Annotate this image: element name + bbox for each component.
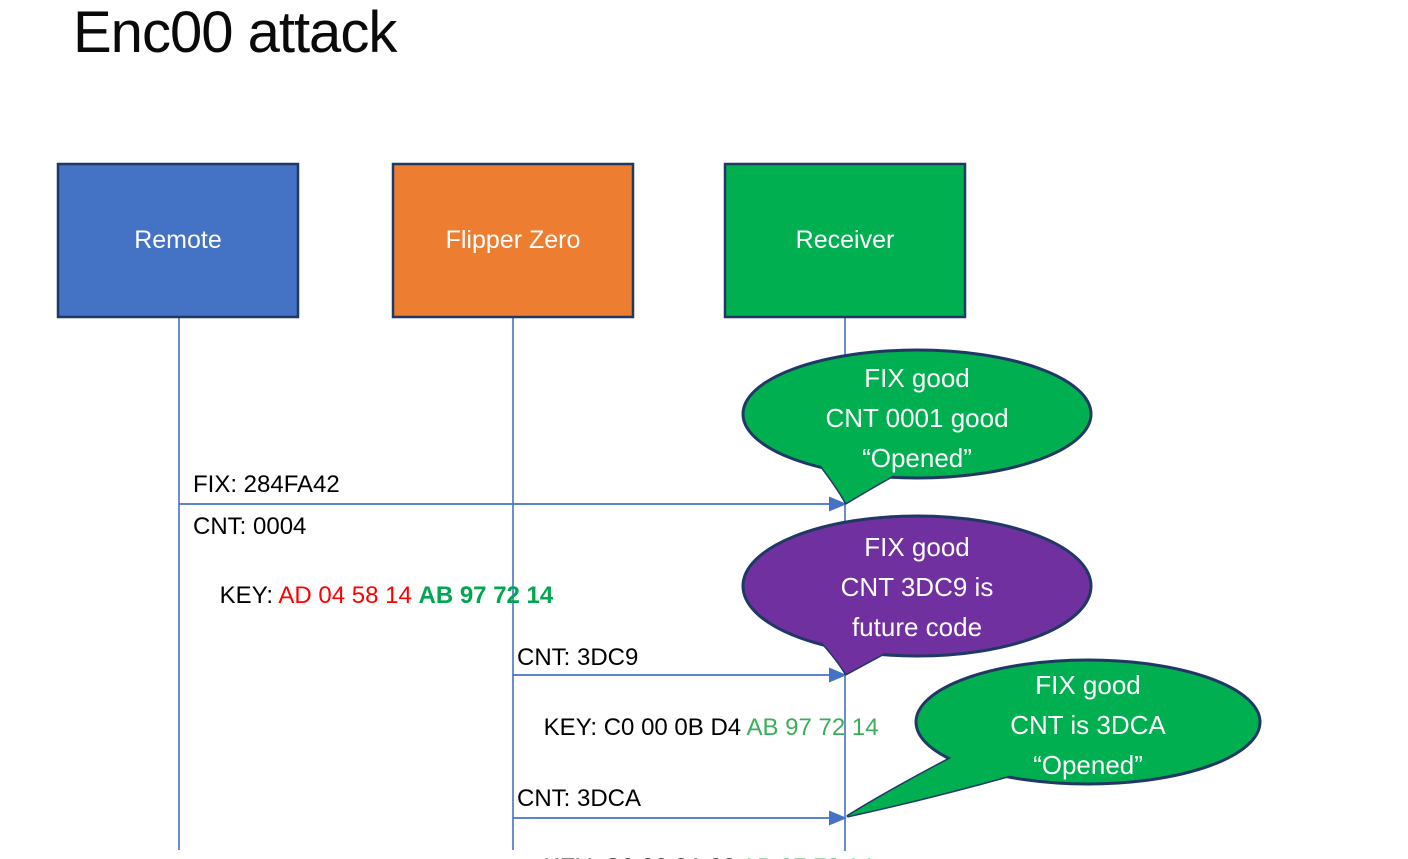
actor-label-receiver: Receiver: [795, 226, 895, 254]
callout-1-line-2: CNT 0001 good: [825, 403, 1009, 433]
callout-3-text: FIX good CNT is 3DCA “Opened”: [916, 665, 1260, 785]
message-3-key-label: KEY: C0 02 8A 33 AB 97 72 14: [517, 823, 874, 859]
callout-3-line-1: FIX good: [1035, 670, 1141, 700]
callout-3-line-3: “Opened”: [1033, 750, 1143, 780]
message-3-cnt-label: CNT: 3DCA: [517, 785, 642, 812]
actor-label-flipper-zero: Flipper Zero: [445, 226, 581, 254]
callout-2-line-3: future code: [851, 612, 983, 642]
message-2-key-label: KEY: C0 00 0B D4 AB 97 72 14: [517, 683, 879, 773]
callout-3-tail-join: [848, 756, 1012, 816]
message-3-key-prefix: KEY:: [544, 854, 604, 859]
message-1-key-prefix: KEY:: [219, 582, 279, 609]
actor-box-flipper-zero: [391, 162, 635, 319]
callout-3-line-2: CNT is 3DCA: [1010, 710, 1166, 740]
callout-2-bubble: [741, 514, 1093, 658]
actor-box-remote: [56, 162, 300, 319]
message-arrow-1-head: [829, 496, 847, 512]
callout-1-text: FIX good CNT 0001 good “Opened”: [743, 358, 1091, 478]
message-1-cnt-label: CNT: 0004: [193, 513, 307, 540]
callout-1-tail-join: [818, 462, 894, 503]
message-2-key-green-bytes: AB 97 72 14: [746, 714, 879, 741]
message-1-key-green-bytes: AB 97 72 14: [418, 582, 554, 609]
message-1-fix-label: FIX: 284FA42: [193, 471, 340, 498]
actor-box-receiver: [723, 162, 967, 319]
callout-2-line-2: CNT 3DC9 is: [840, 572, 994, 602]
message-1-key-label: KEY: AD 04 58 14 AB 97 72 14: [193, 551, 554, 641]
callout-1-line-1: FIX good: [864, 363, 970, 393]
message-3-key-black-bytes: C0 02 8A 33: [604, 854, 741, 859]
callout-2-line-1: FIX good: [864, 532, 970, 562]
message-arrow-2-head: [829, 667, 847, 683]
callout-2-text: FIX good CNT 3DC9 is future code: [743, 527, 1091, 647]
message-arrow-3-head: [829, 810, 847, 826]
actor-label-remote: Remote: [134, 226, 222, 254]
callout-2-tail-join: [818, 638, 894, 674]
message-2-key-prefix: KEY:: [543, 714, 604, 741]
message-2-cnt-label: CNT: 3DC9: [517, 644, 639, 671]
page-title: Enc00 attack: [73, 0, 397, 65]
message-2-key-black-bytes: C0 00 0B D4: [603, 714, 747, 741]
callout-1-line-3: “Opened”: [862, 443, 972, 473]
callout-1-bubble: [741, 348, 1093, 480]
message-3-key-green-bytes: AB 97 72 14: [741, 854, 873, 859]
message-1-key-red-bytes: AD 04 58 14: [278, 582, 419, 609]
callout-3-bubble: [914, 658, 1262, 786]
